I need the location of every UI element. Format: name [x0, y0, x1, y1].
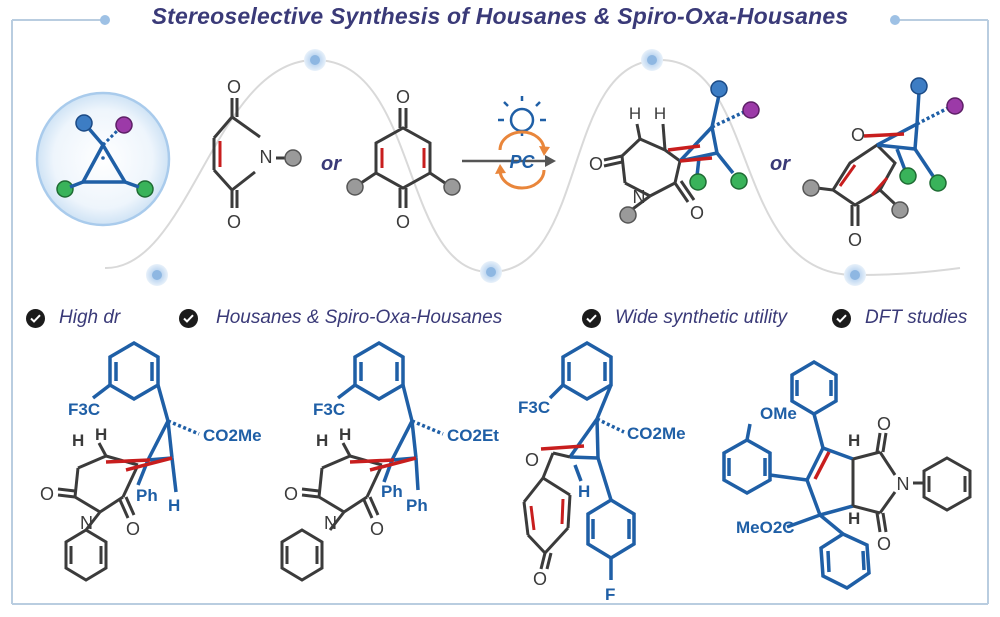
ex2-o1: O — [284, 484, 298, 504]
ex3-f: F — [605, 585, 615, 604]
housane-o-right: O — [690, 203, 704, 223]
ex4-h2: H — [848, 509, 860, 528]
ex2-h1: H — [316, 431, 328, 450]
ex1-h1: H — [72, 431, 84, 450]
ex4-o2: O — [877, 534, 891, 554]
ex3-o1: O — [525, 450, 539, 470]
ex1-n: N — [80, 513, 93, 533]
housane-o-left: O — [589, 154, 603, 174]
example-4-structure — [722, 359, 972, 591]
ex2-cf3: F3C — [313, 400, 345, 419]
ex4-h1: H — [848, 431, 860, 450]
housane-h1: H — [629, 104, 641, 123]
feature-label: High dr — [59, 307, 121, 328]
decorative-wave — [104, 49, 961, 286]
example-3-structure — [522, 340, 636, 580]
quinone-substituent-left — [346, 178, 364, 196]
ex4-ester: MeO2C — [736, 518, 795, 537]
example-1-structure — [57, 340, 200, 582]
ex2-ph1: Ph — [381, 482, 403, 501]
ex2-o2: O — [370, 519, 384, 539]
ex1-o1: O — [40, 484, 54, 504]
cyclopropene-reagent — [35, 91, 171, 227]
feature-high-dr: High dr — [26, 304, 120, 332]
title-text: Stereoselective Synthesis of Housanes & … — [141, 3, 859, 29]
ex4-ome: OMe — [760, 404, 797, 423]
ex3-ester: CO2Me — [627, 424, 686, 443]
ex3-h: H — [578, 482, 590, 501]
maleimide-o-bottom: O — [227, 212, 241, 232]
housane-n: N — [633, 187, 646, 207]
feature-label: DFT studies — [865, 307, 968, 328]
ex2-n: N — [324, 513, 337, 533]
ex2-ph2: Ph — [406, 496, 428, 515]
check-icon — [26, 308, 45, 328]
catalyst-label: PC — [509, 152, 535, 172]
spiro-o-epoxide: O — [851, 125, 865, 145]
ex4-o1: O — [877, 414, 891, 434]
ex1-o2: O — [126, 519, 140, 539]
ex3-cf3: F3C — [518, 398, 550, 417]
feature-label: Wide synthetic utility — [615, 307, 787, 328]
check-icon — [832, 308, 851, 328]
feature-housanes: Housanes & Spiro-Oxa-Housanes — [179, 304, 502, 332]
maleimide-o-top: O — [227, 77, 241, 97]
quinone-structure — [360, 108, 446, 208]
light-bulb-icon — [498, 96, 546, 136]
or-label-1: or — [321, 153, 342, 175]
maleimide-structure — [212, 98, 285, 208]
ex2-h2: H — [339, 425, 351, 444]
quinone-substituent-right — [443, 178, 461, 196]
ex2-ester: CO2Et — [447, 426, 499, 445]
reaction-arrow — [462, 155, 556, 167]
or-label-2: or — [770, 153, 791, 175]
feature-dft: DFT studies — [832, 304, 967, 332]
housane-h2: H — [654, 104, 666, 123]
ex1-ph: Ph — [136, 486, 158, 505]
page-title: Stereoselective Synthesis of Housanes & … — [0, 3, 1000, 30]
maleimide-n: N — [260, 147, 273, 167]
feature-synthetic-utility: Wide synthetic utility — [582, 304, 787, 332]
ex1-h2: H — [95, 425, 107, 444]
feature-label: Housanes & Spiro-Oxa-Housanes — [216, 307, 503, 328]
maleimide-substituent — [284, 149, 302, 167]
ex1-h3: H — [168, 496, 180, 515]
photocatalyst-cycle-icon — [495, 130, 550, 190]
check-icon — [582, 308, 601, 328]
quinone-o-bottom: O — [396, 212, 410, 232]
check-icon — [179, 308, 198, 328]
spiro-oxa-housane-product — [802, 77, 964, 226]
spiro-o-ketone: O — [848, 230, 862, 250]
ex1-cf3: F3C — [68, 400, 100, 419]
ex1-ester: CO2Me — [203, 426, 262, 445]
example-2-structure — [280, 340, 444, 582]
ex4-n: N — [897, 474, 910, 494]
ex3-o2: O — [533, 569, 547, 589]
outer-frame — [11, 15, 989, 605]
housane-product — [603, 80, 760, 224]
quinone-o-top: O — [396, 87, 410, 107]
